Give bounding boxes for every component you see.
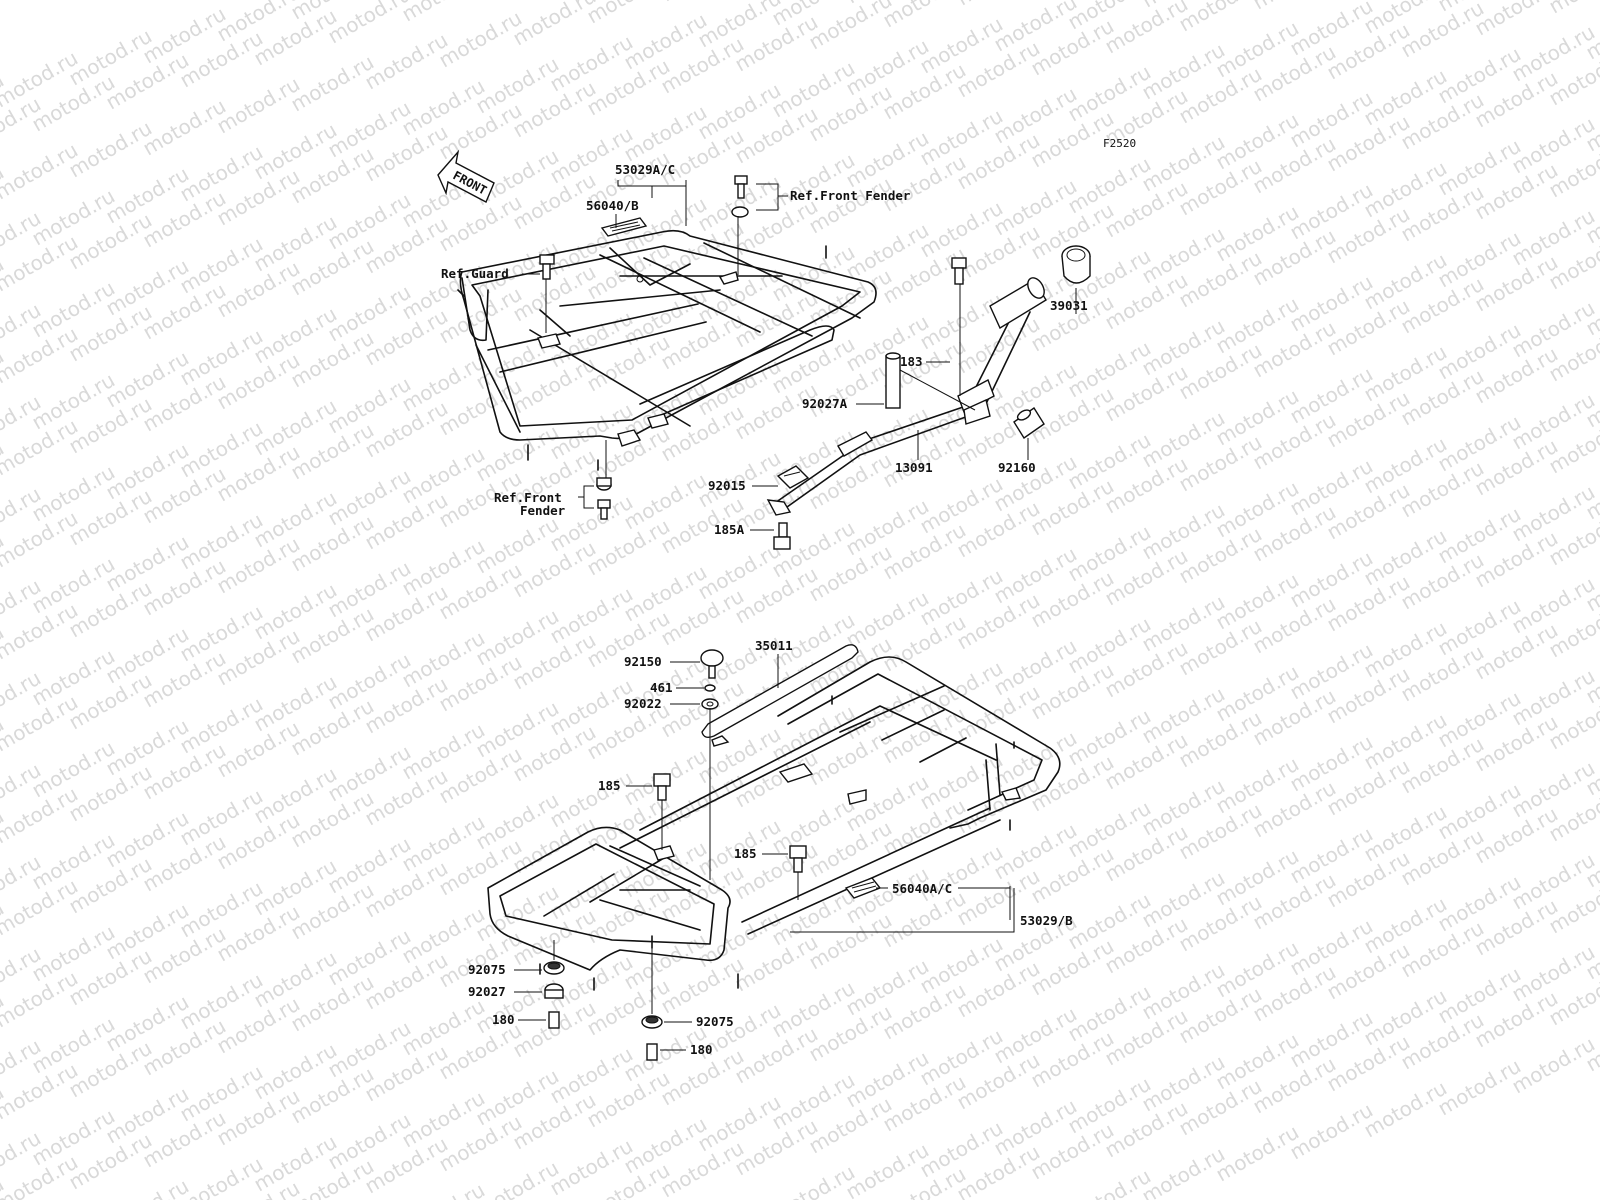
front-rack-drawing: [457, 217, 877, 471]
front-rack-fasteners: [539, 175, 749, 520]
label-56040b: 56040/B: [586, 198, 639, 213]
label-ref-front-fender-bottom-1: Ref.Front: [494, 490, 562, 505]
label-53029b: 53029/B: [1020, 913, 1073, 928]
rear-rack-fasteners: [543, 649, 807, 1061]
label-185a: 185A: [714, 522, 745, 537]
label-39031: 39031: [1050, 298, 1088, 313]
label-185-upper: 185: [598, 778, 621, 793]
label-ref-front-fender-top: Ref.Front Fender: [790, 188, 911, 203]
callouts: 53029A/C 56040/B Ref.Front Fender Ref.Gu…: [441, 162, 1088, 1057]
figure-code: F2520: [1103, 137, 1136, 150]
label-92027a: 92027A: [802, 396, 848, 411]
label-185-lower: 185: [734, 846, 757, 861]
label-92075-left: 92075: [468, 962, 506, 977]
watermark-text: motod.ru: [0, 1172, 8, 1200]
label-56040ac: 56040A/C: [892, 881, 952, 896]
label-180-right: 180: [690, 1042, 713, 1057]
label-92075-right: 92075: [696, 1014, 734, 1029]
label-92015: 92015: [708, 478, 746, 493]
label-92150: 92150: [624, 654, 662, 669]
label-92160: 92160: [998, 460, 1036, 475]
label-13091: 13091: [895, 460, 933, 475]
label-92027: 92027: [468, 984, 506, 999]
label-ref-guard: Ref.Guard: [441, 266, 509, 281]
label-53029ac: 53029A/C: [615, 162, 675, 177]
stand-bar-drawing: [766, 245, 1091, 550]
label-180-left: 180: [492, 1012, 515, 1027]
label-ref-front-fender-bottom-2: Fender: [520, 503, 566, 518]
label-92022: 92022: [624, 696, 662, 711]
rear-rack-drawing: [487, 644, 1061, 991]
front-arrow-icon: FRONT: [437, 149, 495, 203]
label-461: 461: [650, 680, 673, 695]
label-183: 183: [900, 354, 923, 369]
label-35011: 35011: [755, 638, 793, 653]
